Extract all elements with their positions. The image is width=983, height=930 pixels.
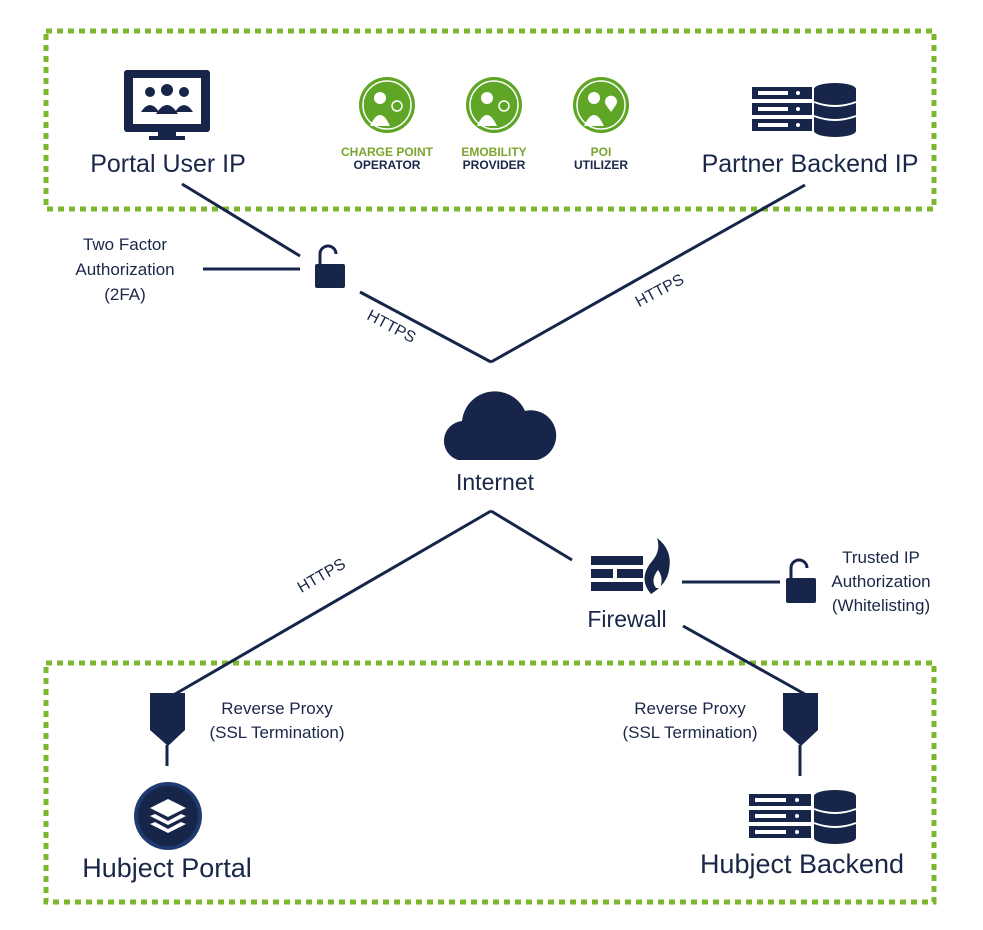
- role-emp-line2: PROVIDER: [463, 158, 526, 172]
- hubject-portal-label: Hubject Portal: [82, 853, 252, 883]
- role-emp-line1: EMOBILITY: [461, 145, 526, 159]
- top-zone-border: [43, 28, 937, 212]
- role-poi-line1: POI: [591, 145, 612, 159]
- internet-label: Internet: [456, 469, 535, 495]
- trusted-ip-line2: Authorization: [831, 572, 930, 591]
- proxy-right-line2: (SSL Termination): [622, 723, 757, 742]
- internet-cloud-icon: [443, 391, 557, 460]
- proxy-left-line1: Reverse Proxy: [221, 699, 333, 718]
- https-label-bottom-left: HTTPS: [295, 556, 349, 597]
- padlock-2fa-icon: [315, 244, 345, 288]
- 2fa-label-line2: Authorization: [75, 260, 174, 279]
- reverse-proxy-right-icon: [783, 693, 818, 746]
- line-internet-to-proxy-left: [169, 509, 492, 699]
- connection-lines: [165, 182, 811, 776]
- portal-user-monitor-icon: [124, 70, 210, 140]
- hubject-backend-label: Hubject Backend: [700, 849, 904, 879]
- charge-point-operator-badge-icon: [359, 77, 415, 133]
- proxy-left-line2: (SSL Termination): [209, 723, 344, 742]
- firewall-label: Firewall: [587, 606, 666, 632]
- line-lock-to-internet: [359, 290, 492, 364]
- emobility-provider-badge-icon: [466, 77, 522, 133]
- 2fa-label-line3: (2FA): [104, 285, 146, 304]
- line-internet-to-firewall: [490, 509, 573, 562]
- line-partner-to-internet: [490, 183, 806, 364]
- portal-user-label: Portal User IP: [90, 150, 246, 178]
- hubject-portal-layers-icon: [134, 782, 202, 850]
- role-cpo-line2: OPERATOR: [354, 158, 421, 172]
- partner-backend-label: Partner Backend IP: [702, 150, 919, 178]
- padlock-trusted-ip-icon: [786, 558, 816, 603]
- role-cpo-line1: CHARGE POINT: [341, 145, 434, 159]
- bottom-zone-border: [43, 660, 937, 905]
- reverse-proxy-left-icon: [150, 693, 185, 746]
- line-portal-to-lock: [181, 182, 301, 258]
- role-poi-line2: UTILIZER: [574, 158, 628, 172]
- hubject-backend-server-icon: [749, 790, 857, 844]
- firewall-icon: [591, 538, 670, 594]
- trusted-ip-line3: (Whitelisting): [832, 596, 930, 615]
- partner-backend-server-icon: [752, 83, 857, 137]
- proxy-right-line1: Reverse Proxy: [634, 699, 746, 718]
- line-firewall-to-proxy-right: [682, 624, 811, 699]
- 2fa-label-line1: Two Factor: [83, 235, 167, 254]
- https-label-top-left: HTTPS: [364, 307, 418, 347]
- poi-utilizer-badge-icon: [573, 77, 629, 133]
- trusted-ip-line1: Trusted IP: [842, 548, 920, 567]
